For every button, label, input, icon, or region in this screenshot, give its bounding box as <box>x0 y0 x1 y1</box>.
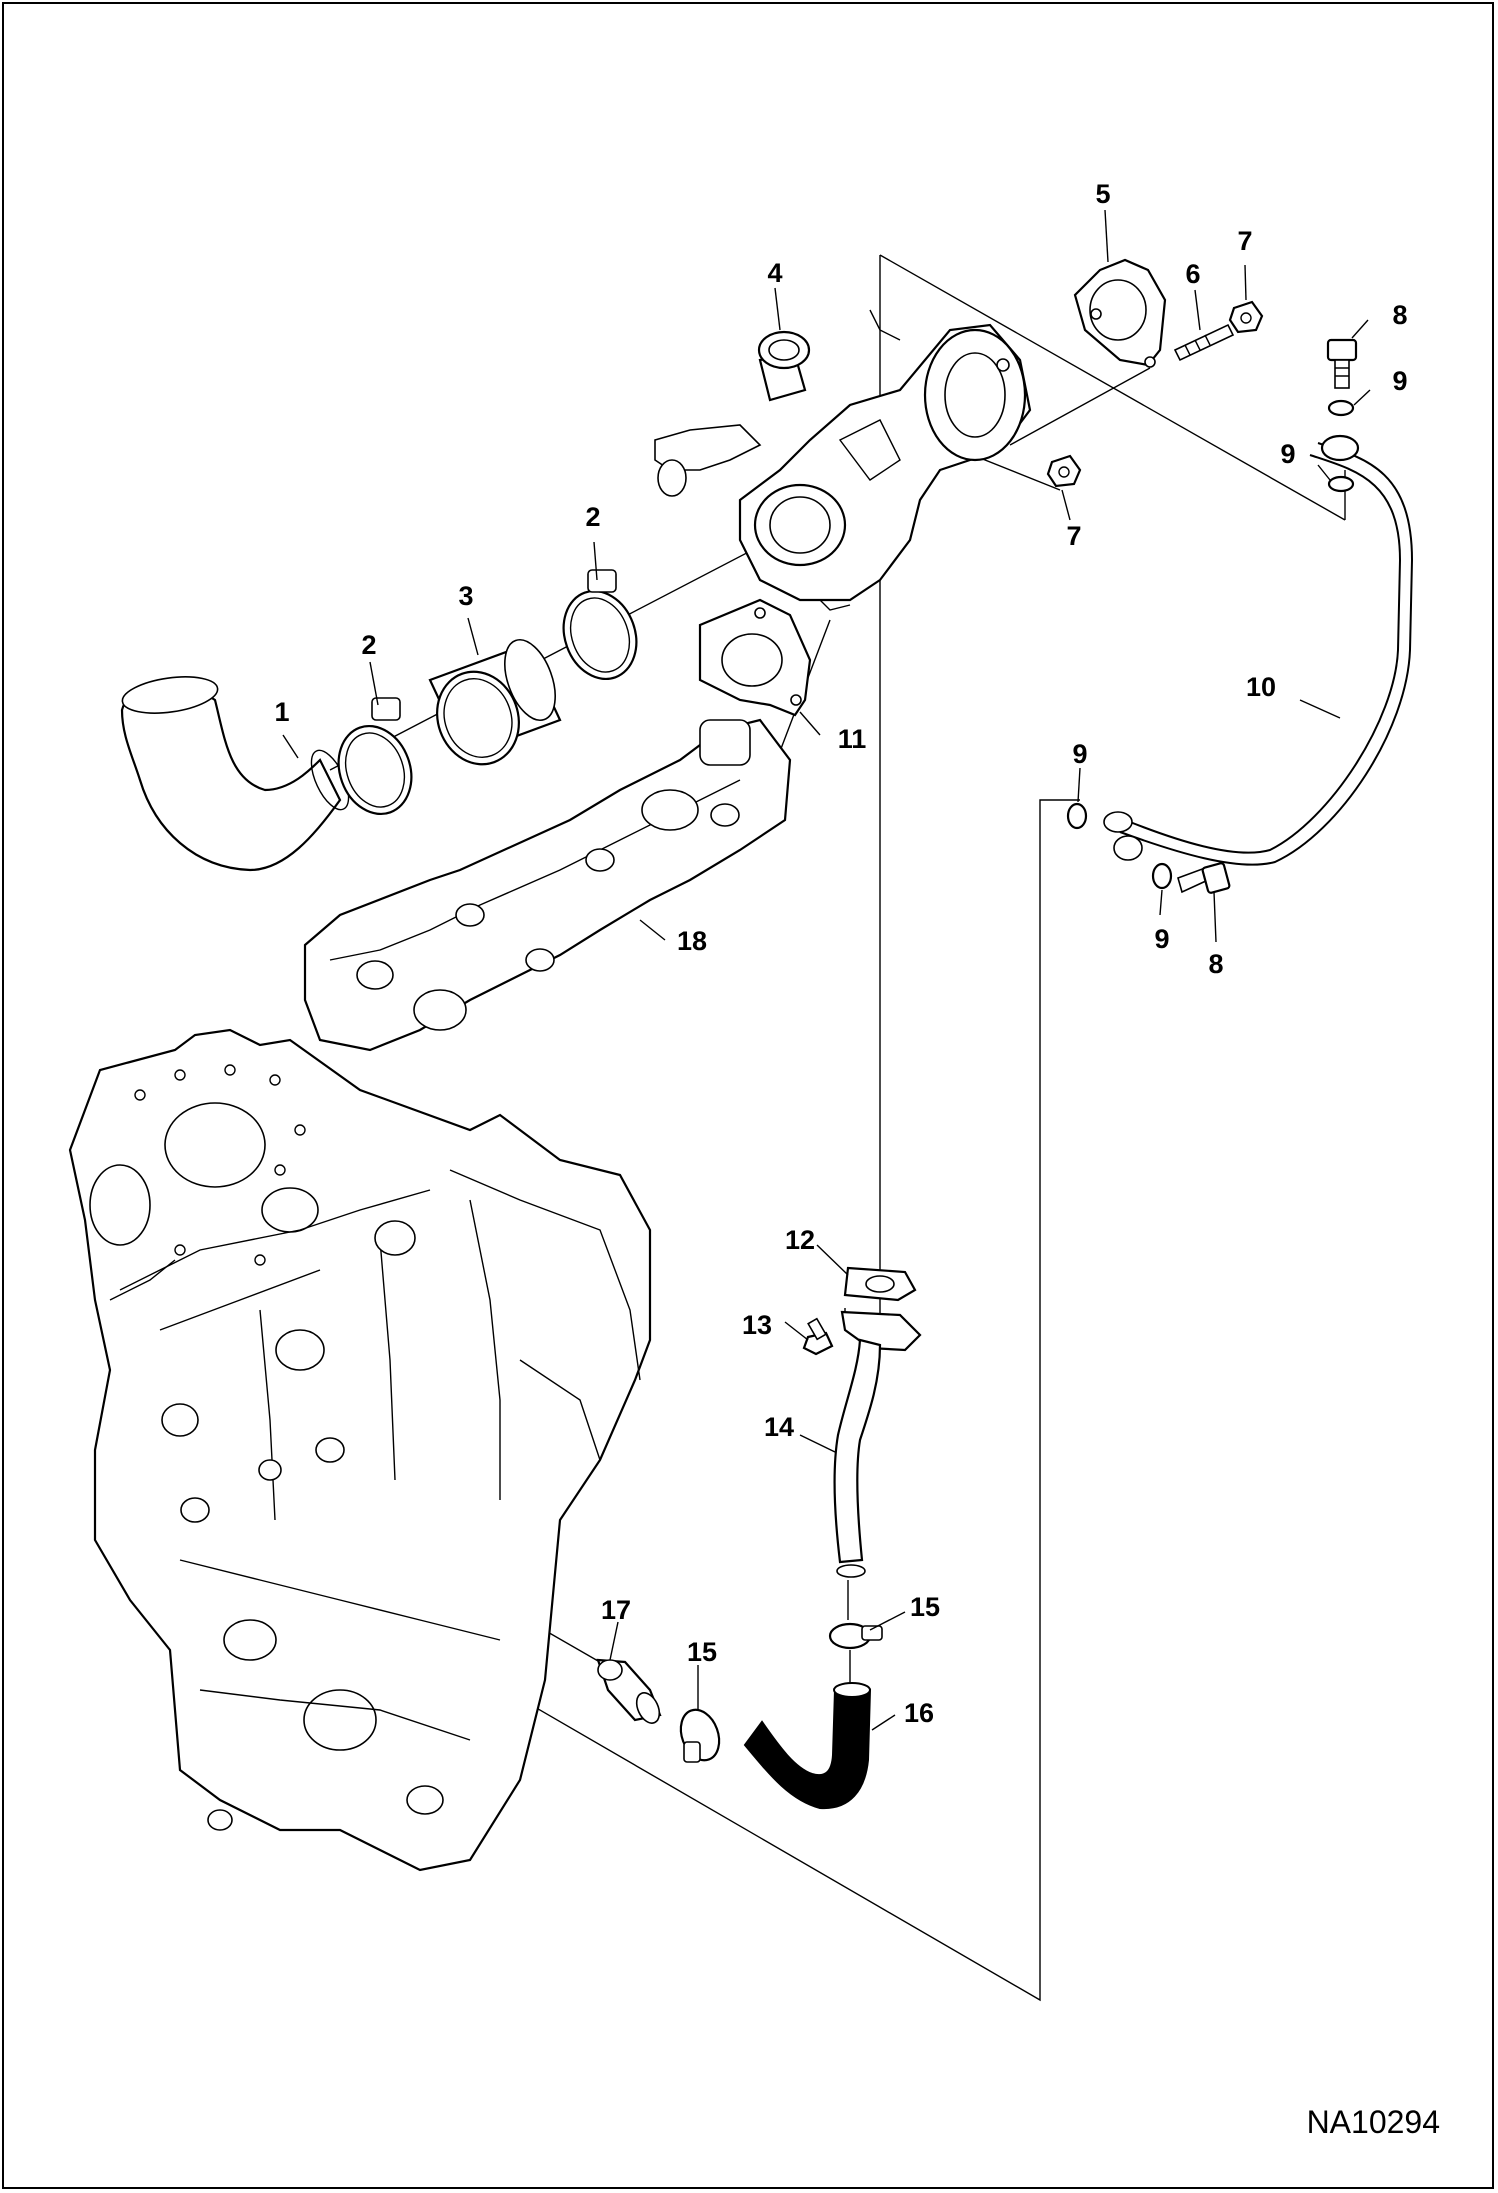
hose-clamp-right <box>562 569 638 681</box>
oil-feed-line <box>1103 442 1414 866</box>
callout-16: 16 <box>904 1698 934 1728</box>
stud <box>1173 323 1235 362</box>
callout-9-lower-left: 9 <box>1072 739 1087 769</box>
callout-2-left: 2 <box>361 630 376 660</box>
flange-bolt <box>802 1317 834 1356</box>
banjo-bolt-upper <box>1326 338 1358 389</box>
callout-18: 18 <box>677 926 707 956</box>
callout-8-upper: 8 <box>1392 300 1407 330</box>
engine-block <box>68 1028 652 1872</box>
hose-clamp-small-lower <box>679 1708 721 1763</box>
coupling-sleeve <box>428 639 562 766</box>
callout-8-lower: 8 <box>1208 949 1223 979</box>
callout-7-upper: 7 <box>1237 226 1252 256</box>
callout-17: 17 <box>601 1595 631 1625</box>
callout-9-upper-right: 9 <box>1392 366 1407 396</box>
callout-9-lower-right: 9 <box>1154 924 1169 954</box>
intake-elbow-hose <box>120 676 350 872</box>
callout-labels: 1 2 2 3 4 5 6 7 7 8 8 9 9 9 9 10 11 12 1… <box>274 179 1407 1728</box>
callout-14: 14 <box>764 1412 794 1442</box>
callout-11: 11 <box>838 724 867 754</box>
callout-7-lower: 7 <box>1066 521 1081 551</box>
hose-clamp-small-upper <box>828 1622 883 1650</box>
hose-clamp-left <box>337 697 413 816</box>
exhaust-manifold <box>303 718 792 1052</box>
oil-return-pipe <box>833 1310 922 1578</box>
callout-15-upper: 15 <box>910 1592 940 1622</box>
block-fitting <box>596 1658 662 1724</box>
callout-9-upper-left: 9 <box>1280 439 1295 469</box>
leader-lines <box>282 209 1371 1731</box>
drain-flange-gasket <box>843 1266 917 1302</box>
callout-13: 13 <box>742 1310 772 1340</box>
nut-lower <box>1046 454 1082 488</box>
callout-4: 4 <box>767 258 782 288</box>
turbocharger <box>654 309 1032 611</box>
callout-3: 3 <box>458 581 473 611</box>
nut-upper <box>1228 300 1264 334</box>
callout-10: 10 <box>1246 672 1276 702</box>
figure-id: NA10294 <box>1306 2104 1440 2140</box>
sealing-washers-upper <box>1327 399 1355 493</box>
banjo-fitting-upper <box>1320 434 1360 462</box>
callout-2-right: 2 <box>585 502 600 532</box>
outlet-gasket <box>1073 258 1167 368</box>
callout-5: 5 <box>1095 179 1110 209</box>
callout-6: 6 <box>1185 259 1200 289</box>
sealing-washers-lower <box>1066 802 1173 890</box>
callout-15-lower: 15 <box>687 1637 717 1667</box>
callout-1: 1 <box>274 697 289 727</box>
banjo-bolt-lower <box>1177 862 1231 894</box>
callout-12: 12 <box>785 1225 815 1255</box>
rubber-elbow-hose <box>743 1682 872 1810</box>
turbo-flange-gasket <box>698 598 812 717</box>
